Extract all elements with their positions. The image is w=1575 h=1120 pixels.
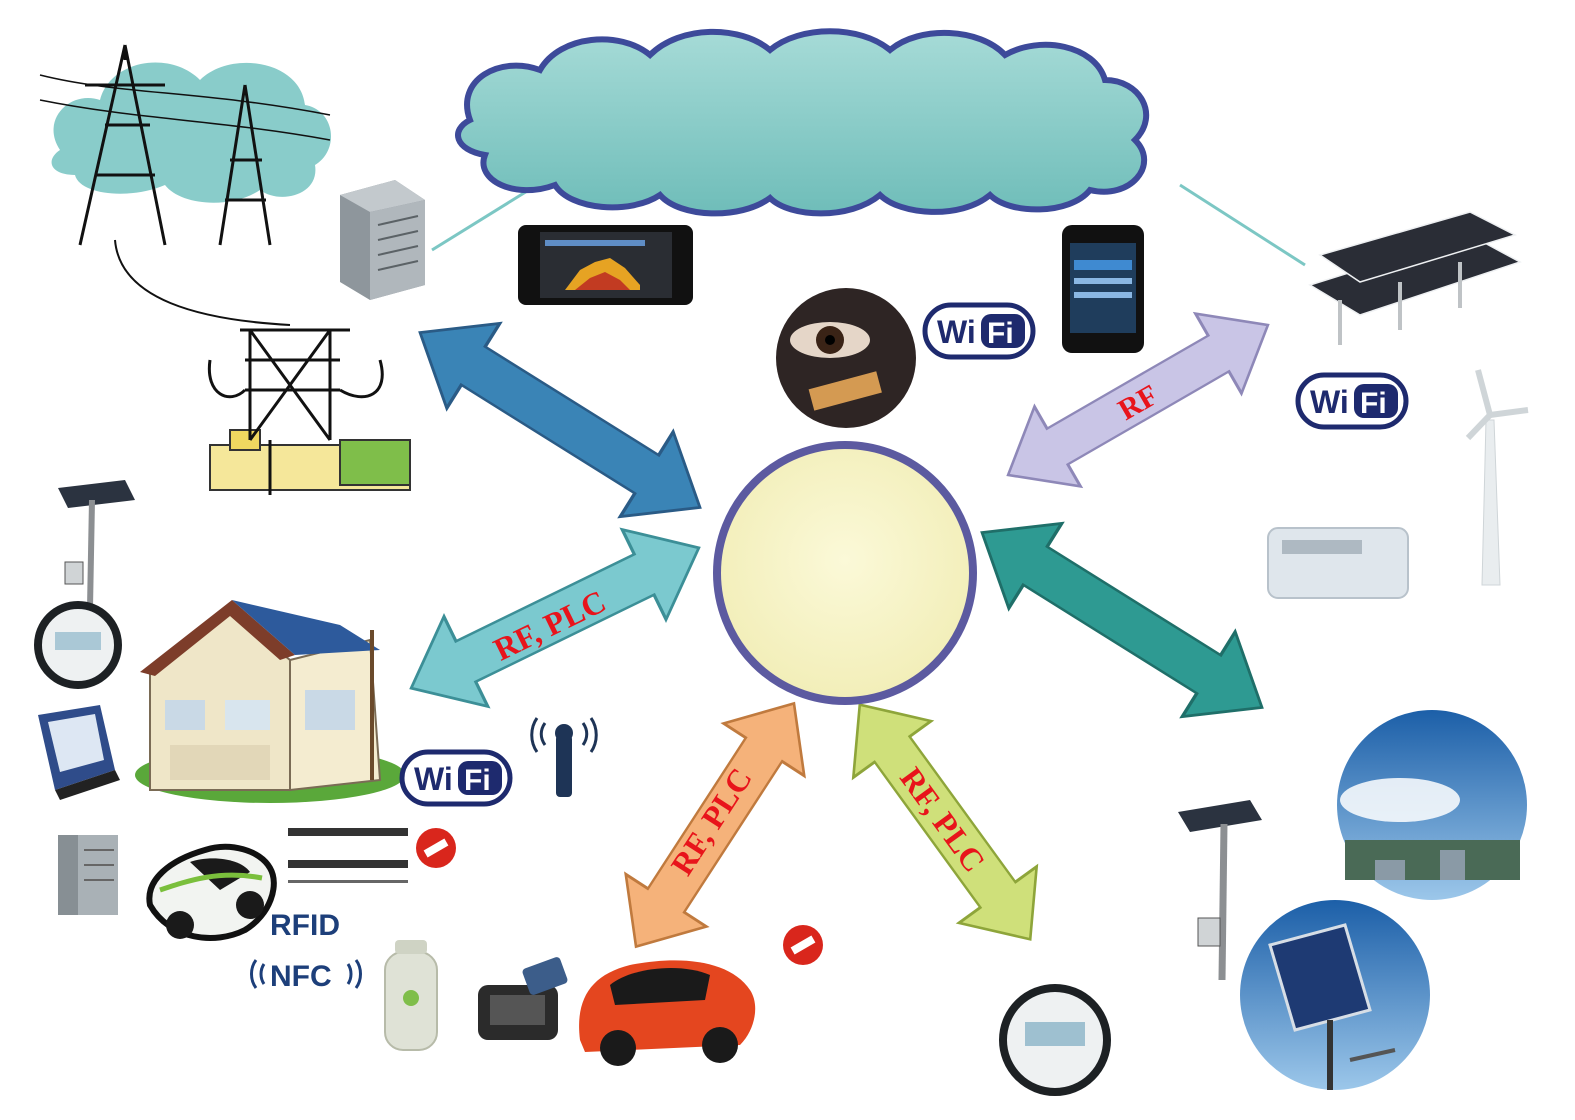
central-hub [713, 441, 977, 705]
generator-unit-icon [1267, 527, 1409, 599]
svg-text:Wi: Wi [937, 314, 976, 350]
wifi-badge-right: Wi Fi [1295, 372, 1409, 430]
smart-meter-icon [34, 601, 122, 689]
eye-icon [776, 288, 916, 428]
transmission-tower-icon [39, 44, 331, 326]
grid-cloud-background [51, 62, 332, 203]
arrow-right [954, 488, 1290, 752]
smart-meter-device-icon [38, 705, 120, 800]
smartphone-icon [1062, 225, 1144, 353]
battery-icon [384, 940, 438, 1051]
red-electric-car-icon [579, 960, 756, 1066]
svg-text:NFC: NFC [270, 960, 332, 993]
solar-street-light-icon [58, 480, 135, 609]
wifi-badge-left: Wi Fi [399, 749, 513, 807]
nfc-badge: NFC [250, 959, 362, 993]
electric-car-icon [146, 843, 277, 941]
cloud-shape [455, 28, 1150, 217]
smart-meter-bottom-icon [999, 984, 1111, 1096]
svg-text:Fi: Fi [987, 317, 1014, 350]
wind-turbine-icon [1465, 369, 1529, 586]
svg-text:Fi: Fi [1360, 387, 1387, 420]
svg-text:Wi: Wi [1310, 384, 1349, 420]
antenna-icon [530, 717, 598, 797]
label-rf-plc-bottom-right: RF, PLC [893, 760, 992, 878]
arrow-top-left [392, 288, 728, 552]
server-small-icon [58, 835, 118, 915]
solar-farm-icon [1308, 211, 1522, 345]
solar-street-light-icon-right [1178, 800, 1262, 981]
no-entry-icon [416, 828, 456, 868]
server-icon [340, 180, 425, 300]
house-icon [135, 600, 405, 803]
smartphone-chart-icon [518, 225, 693, 305]
wifi-badge-top: Wi Fi [922, 302, 1036, 360]
charging-station-icon [288, 828, 408, 883]
rfid-label: RFID [270, 909, 340, 942]
substation-icon [207, 328, 411, 495]
no-entry-icon-2 [783, 925, 823, 965]
svg-text:Wi: Wi [414, 761, 453, 797]
solar-panel-photo-icon [1240, 900, 1430, 1090]
charger-devices-icon [478, 957, 568, 1040]
city-photo-icon [1337, 710, 1527, 900]
svg-text:Fi: Fi [464, 764, 491, 797]
link-line-right [1179, 183, 1306, 267]
